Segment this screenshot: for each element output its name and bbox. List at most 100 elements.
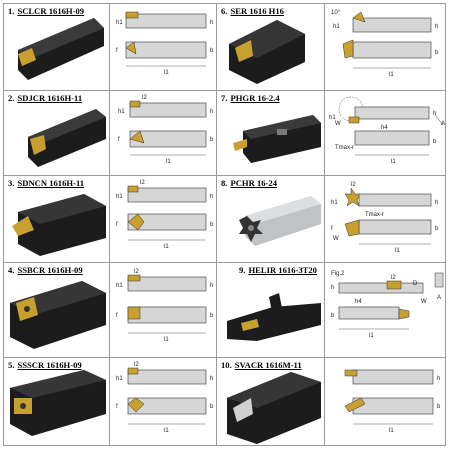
svg-text:h: h — [210, 109, 213, 115]
svg-text:l2: l2 — [134, 269, 139, 275]
insert-icon — [241, 319, 259, 331]
svg-text:Tmax-r: Tmax-r — [335, 145, 354, 151]
grid-line — [4, 175, 445, 176]
tool-sketch-6: 10° h1 h b l1 — [325, 4, 447, 90]
insert-icon — [30, 135, 46, 155]
tool-title-4: 4.SSBCR 1616H-09 — [8, 265, 83, 275]
tool-card-3: 3.SDNCN 1616H-11 — [4, 176, 109, 262]
svg-text:h1: h1 — [329, 115, 336, 121]
svg-text:l1: l1 — [164, 428, 169, 434]
svg-text:l2: l2 — [142, 95, 147, 101]
svg-text:b: b — [210, 404, 214, 410]
svg-text:f: f — [331, 226, 333, 232]
star-insert-icon — [239, 216, 263, 242]
svg-text:l1: l1 — [164, 337, 169, 343]
tool-photo-5 — [10, 370, 106, 436]
svg-text:b: b — [331, 313, 335, 319]
svg-text:h4: h4 — [355, 299, 362, 305]
tool-title-1: 1.SCLCR 1616H-09 — [8, 6, 85, 16]
svg-text:10°: 10° — [331, 10, 341, 16]
svg-text:h: h — [210, 20, 213, 26]
insert-icon — [12, 216, 34, 236]
tool-photo-1 — [18, 18, 104, 80]
tool-photo-7 — [233, 115, 321, 163]
tool-photo-8 — [239, 196, 321, 246]
tool-title-6: 6.SER 1616 H16 — [221, 6, 284, 16]
tool-catalog-sheet: 1.SCLCR 1616H-09 h1 h f b l1 6.SER 1616 … — [3, 3, 446, 446]
tool-photo-6 — [229, 20, 305, 84]
svg-text:l1: l1 — [164, 244, 169, 250]
tool-card-2: 2.SDJCR 1616H-11 — [4, 91, 109, 175]
grid-line — [4, 357, 445, 358]
svg-text:A: A — [437, 295, 441, 301]
svg-text:h: h — [210, 376, 213, 382]
tool-photo-4 — [10, 281, 106, 349]
svg-text:l2: l2 — [391, 275, 396, 281]
tool-sketch-10: h b l1 — [325, 358, 447, 447]
tool-title-8: 8.PCHR 16-24 — [221, 178, 277, 188]
tool-card-6: 6.SER 1616 H16 — [217, 4, 324, 90]
tool-photo-10 — [227, 372, 321, 444]
tool-sketch-1: h1 h f b l1 — [110, 4, 216, 90]
tool-title-7: 7.PHGR 16-2.4 — [221, 93, 280, 103]
tool-title-10: 10.SVACR 1616M-11 — [221, 360, 302, 370]
svg-text:W: W — [421, 299, 427, 305]
tool-sketch-9: Fig.2 h l2 D h4 W A b l1 — [325, 263, 447, 357]
tool-card-10: 10.SVACR 1616M-11 — [217, 358, 324, 447]
svg-text:W: W — [333, 236, 339, 242]
svg-text:l2: l2 — [134, 362, 139, 368]
insert-icon — [233, 139, 247, 151]
svg-text:h: h — [331, 285, 334, 291]
svg-text:b: b — [210, 137, 214, 143]
svg-text:h: h — [210, 194, 213, 200]
tool-title-3: 3.SDNCN 1616H-11 — [8, 178, 85, 188]
svg-text:A: A — [441, 121, 445, 127]
svg-text:b: b — [210, 48, 214, 54]
svg-text:l2: l2 — [351, 182, 356, 188]
tool-photo-2 — [28, 109, 106, 167]
tool-sketch-2: l2 h1 h f b l1 — [110, 91, 216, 175]
tool-photo-9 — [227, 293, 321, 341]
tool-title-9: 9.HELIR 1616-3T20 — [239, 265, 317, 275]
svg-text:b: b — [435, 50, 439, 56]
tool-title-5: 5.SSSCR 1616H-09 — [8, 360, 82, 370]
svg-text:h4: h4 — [381, 125, 388, 131]
svg-text:h1: h1 — [116, 283, 123, 289]
svg-text:Fig.2: Fig.2 — [331, 271, 345, 277]
tool-card-9: 9.HELIR 1616-3T20 — [217, 263, 324, 357]
svg-text:b: b — [437, 404, 441, 410]
svg-text:h: h — [433, 111, 436, 117]
tool-card-8: 8.PCHR 16-24 — [217, 176, 324, 262]
svg-text:l1: l1 — [389, 428, 394, 434]
tool-card-5: 5.SSSCR 1616H-09 — [4, 358, 109, 447]
tool-sketch-8: l2 h1 h Tmax-r f b W l1 — [325, 176, 447, 262]
tool-sketch-5: l2 h1 h f b l1 — [110, 358, 216, 447]
svg-text:D: D — [413, 281, 418, 287]
svg-text:f: f — [116, 313, 118, 319]
svg-text:l1: l1 — [166, 159, 171, 165]
tool-sketch-7: h1 h W h4 A b Tmax-r l1 — [325, 91, 447, 175]
svg-text:h: h — [435, 24, 438, 30]
tool-title-2: 2.SDJCR 1616H-11 — [8, 93, 83, 103]
svg-text:Tmax-r: Tmax-r — [365, 212, 384, 218]
svg-text:l2: l2 — [140, 180, 145, 186]
insert-icon — [233, 398, 253, 422]
svg-text:h1: h1 — [333, 24, 340, 30]
svg-text:l1: l1 — [369, 333, 374, 339]
svg-text:l1: l1 — [389, 72, 394, 78]
svg-text:b: b — [435, 226, 439, 232]
svg-text:W: W — [335, 121, 341, 127]
grid-line — [4, 262, 445, 263]
grid-line — [216, 4, 217, 445]
svg-text:f: f — [116, 404, 118, 410]
tool-photo-3 — [12, 194, 106, 256]
svg-text:l1: l1 — [395, 248, 400, 254]
insert-icon — [18, 48, 36, 66]
tool-card-1: 1.SCLCR 1616H-09 — [4, 4, 109, 90]
tool-card-7: 7.PHGR 16-2.4 — [217, 91, 324, 175]
grid-line — [109, 4, 110, 445]
svg-text:f: f — [116, 48, 118, 54]
svg-text:f: f — [116, 222, 118, 228]
svg-text:h1: h1 — [116, 376, 123, 382]
svg-text:l1: l1 — [391, 159, 396, 165]
